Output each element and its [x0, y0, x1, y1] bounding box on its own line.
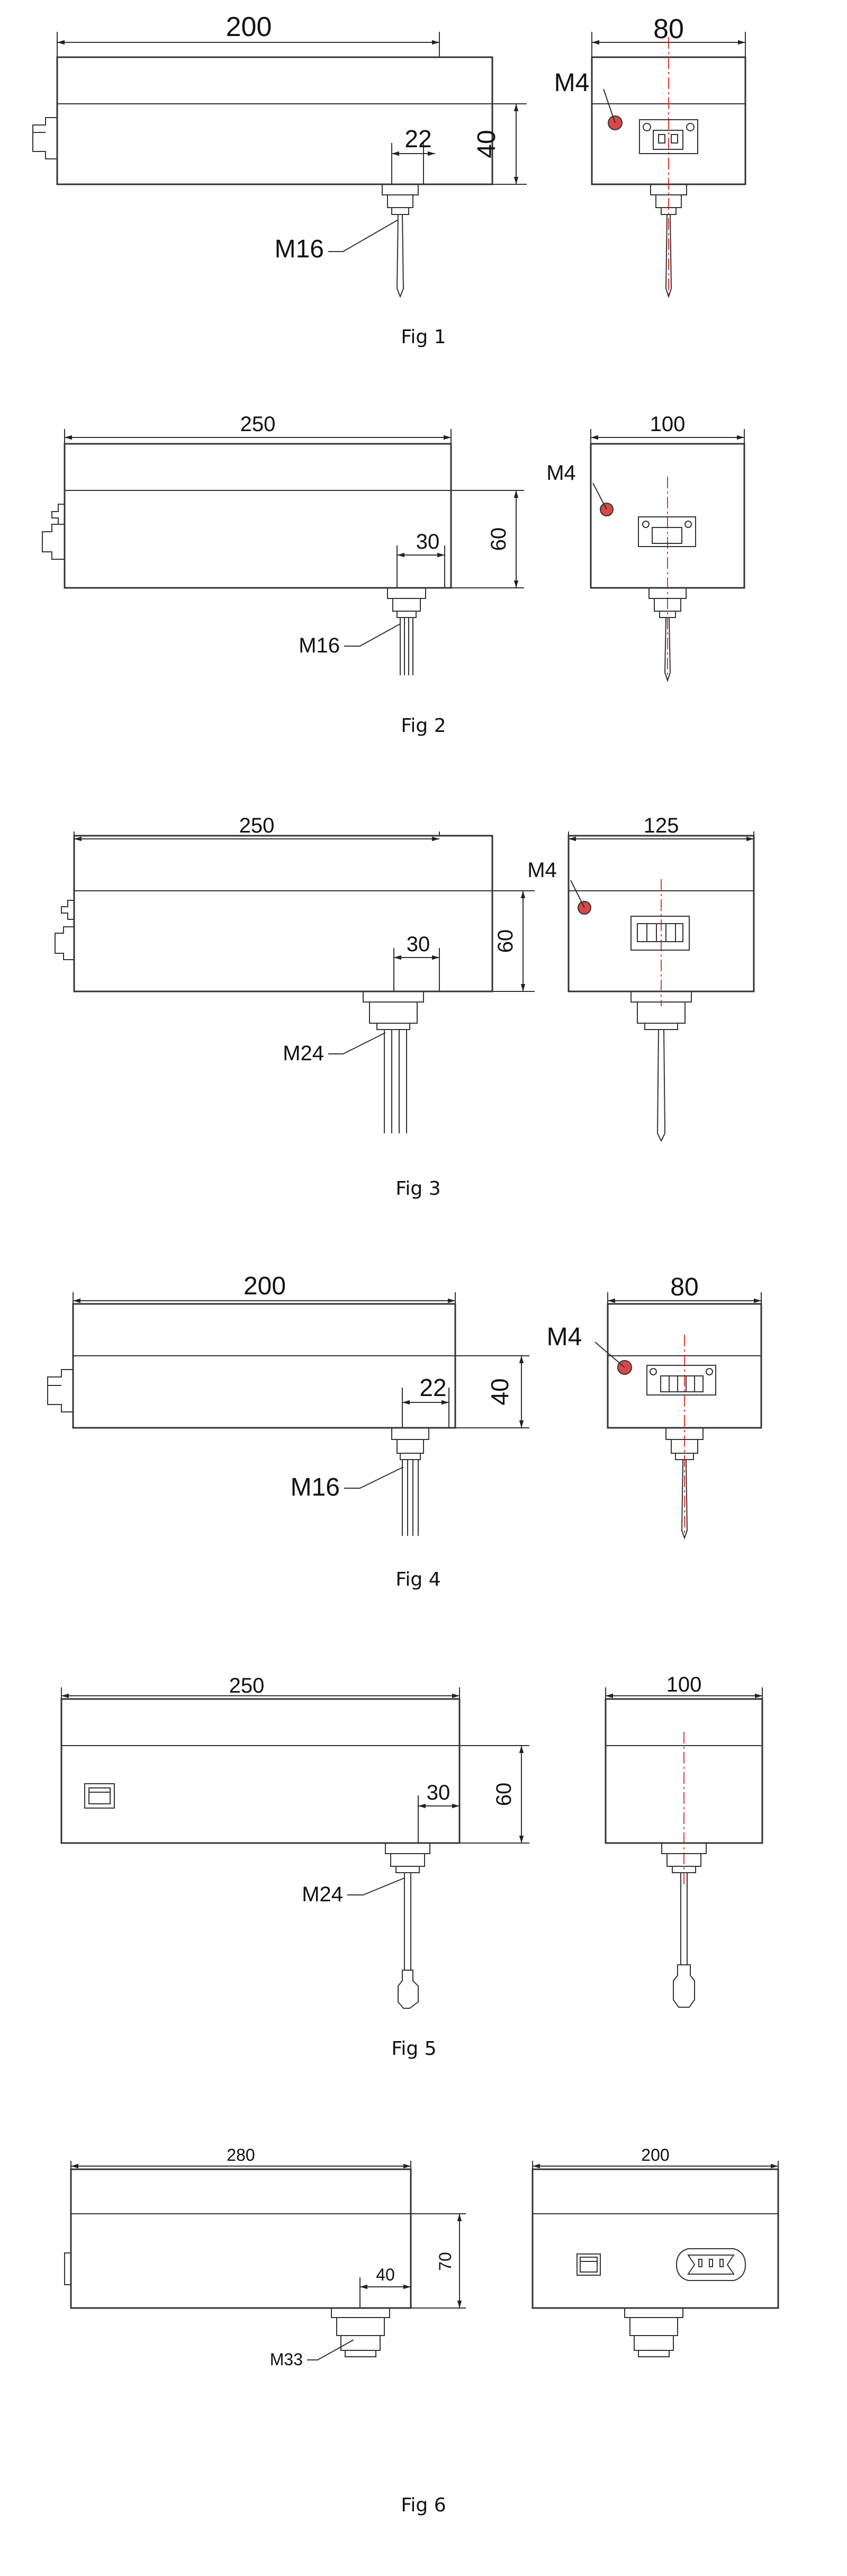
side-offset-label: 30 — [416, 530, 440, 553]
side-height-label: 70 — [436, 2252, 455, 2271]
power-inlet-icon — [675, 2248, 746, 2281]
figure-caption: Fig 5 — [391, 2038, 436, 2060]
figure-4: 200 40 22 M16 80 M4 Fig 4 — [47, 1272, 762, 1590]
end-width-label: 80 — [670, 1273, 698, 1301]
side-length-label: 250 — [239, 814, 275, 837]
figure-2: 250 60 30 M16 100 M4 Fig 2 — [42, 413, 745, 737]
side-offset-label: 22 — [419, 1374, 446, 1401]
thread-label: M33 — [270, 2350, 303, 2369]
side-height-label: 40 — [486, 1378, 513, 1405]
thread-label: M16 — [275, 235, 324, 263]
end-view: 100 — [605, 1673, 763, 2008]
figure-6: 280 70 40 M33 200 Fig 6 — [64, 2145, 779, 2516]
side-view: 200 40 22 M16 — [47, 1272, 529, 1536]
end-width-label: 125 — [644, 814, 679, 837]
figure-caption: Fig 4 — [395, 1569, 440, 1590]
side-length-label: 250 — [240, 413, 276, 436]
side-offset-label: 30 — [407, 933, 430, 956]
side-length-label: 250 — [229, 1674, 265, 1697]
end-view: 100 M4 — [546, 413, 745, 683]
end-view: 80 M4 — [547, 1273, 762, 1540]
side-height-label: 40 — [473, 130, 501, 158]
side-length-label: 280 — [227, 2145, 255, 2164]
thread-label: M16 — [299, 634, 340, 657]
figure-5: 250 60 30 M24 100 Fig 5 — [60, 1673, 763, 2060]
side-height-label: 60 — [487, 527, 510, 551]
figure-3: 250 60 30 M24 125 M4 Fig 3 — [55, 814, 755, 1200]
figure-1: 200 40 22 M16 80 M4 Fig 1 — [32, 12, 746, 348]
thread-label: M24 — [302, 1883, 343, 1906]
end-width-label: 200 — [641, 2145, 669, 2164]
side-offset-label: 40 — [376, 2265, 395, 2284]
side-length-label: 200 — [226, 12, 272, 42]
side-view: 250 60 30 M24 — [55, 814, 535, 1133]
figure-caption: Fig 3 — [395, 1178, 440, 1200]
side-view: 200 40 22 M16 — [32, 12, 527, 298]
figure-caption: Fig 1 — [401, 326, 446, 348]
figure-caption: Fig 6 — [401, 2494, 446, 2516]
end-view: 200 — [531, 2145, 779, 2357]
thread-label: M16 — [291, 1473, 340, 1501]
side-view: 280 70 40 M33 — [64, 2145, 466, 2369]
side-height-label: 60 — [492, 1783, 516, 1806]
end-width-label: 100 — [666, 1673, 702, 1696]
side-height-label: 60 — [494, 929, 517, 953]
end-view: 80 M4 — [554, 14, 746, 299]
side-view: 250 60 30 M16 — [42, 413, 524, 675]
hole-label: M4 — [546, 461, 576, 485]
hole-label: M4 — [554, 69, 590, 97]
side-offset-label: 30 — [427, 1781, 450, 1804]
figure-caption: Fig 2 — [401, 715, 446, 737]
end-view: 125 M4 — [527, 814, 755, 1142]
hole-label: M4 — [547, 1323, 582, 1351]
end-width-label: 100 — [650, 413, 686, 436]
hole-label: M4 — [527, 858, 557, 882]
side-length-label: 200 — [244, 1272, 286, 1300]
side-offset-label: 22 — [404, 125, 431, 153]
thread-label: M24 — [283, 1042, 324, 1065]
side-view: 250 60 30 M24 — [60, 1674, 529, 2009]
end-width-label: 80 — [653, 14, 684, 44]
